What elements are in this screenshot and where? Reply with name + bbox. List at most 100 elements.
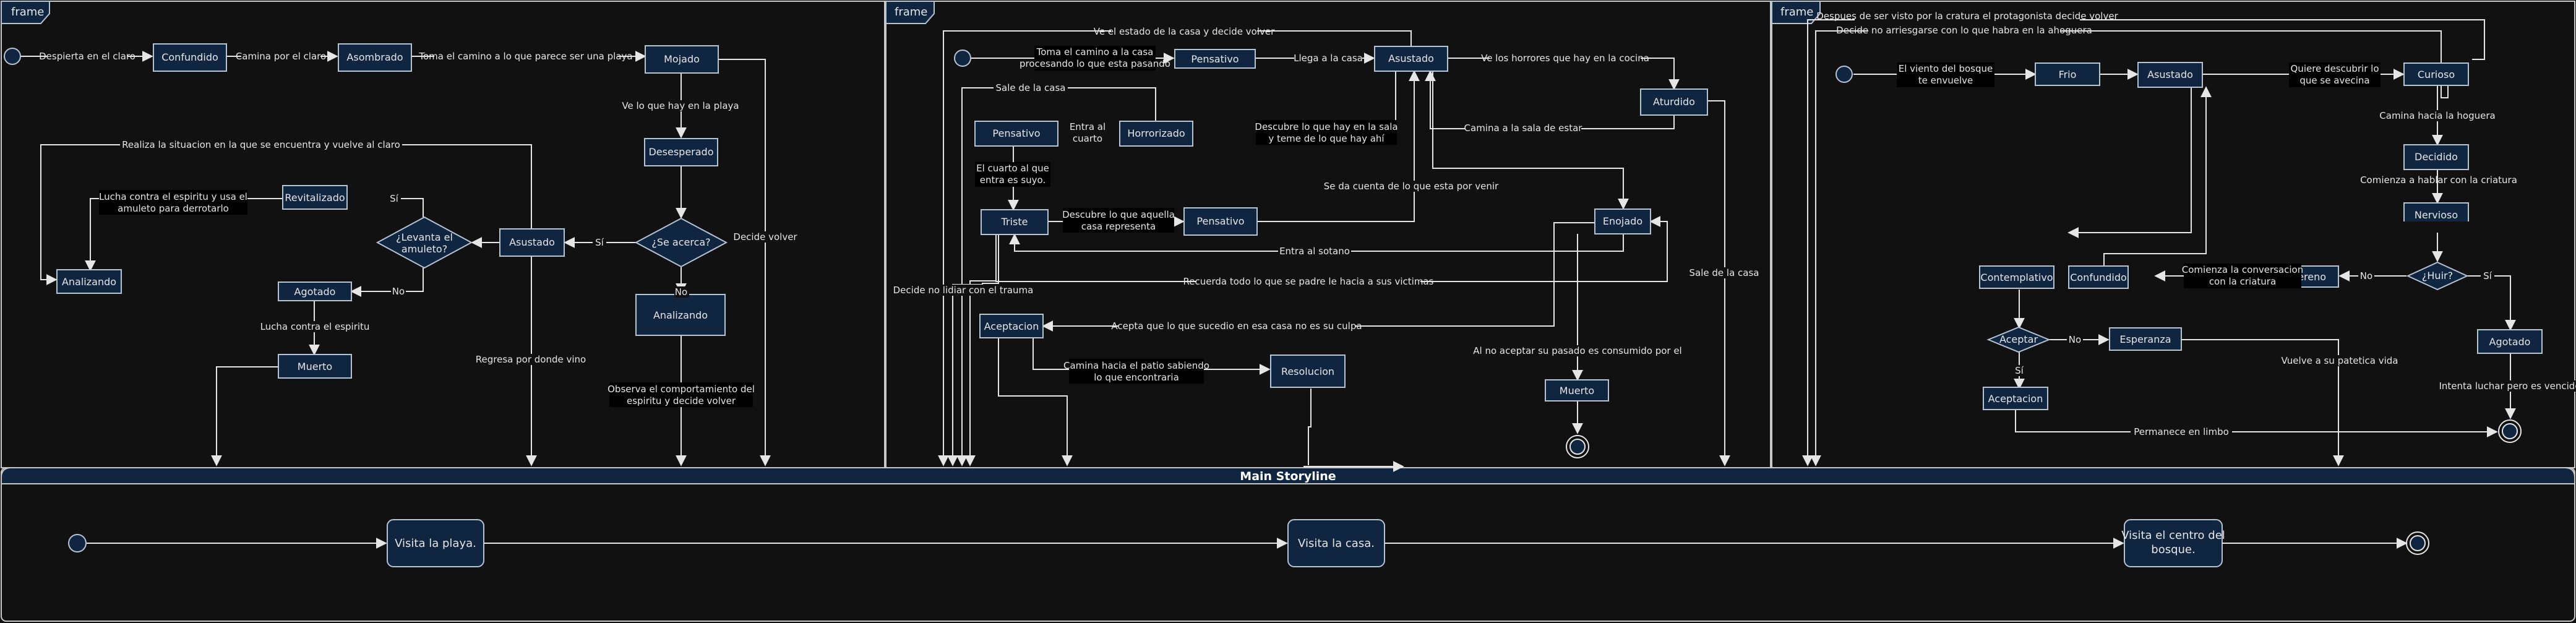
decision-se-acerca: ¿Se acerca?: [634, 217, 728, 268]
svg-text:¿Se acerca?: ¿Se acerca?: [651, 236, 710, 248]
state-contemplativo: Contemplativo: [1979, 265, 2054, 289]
svg-text:Pensativo: Pensativo: [992, 127, 1040, 139]
forest-labels: Despues de ser visto por la cratura el p…: [1816, 11, 2576, 437]
svg-text:Confundido: Confundido: [2070, 272, 2127, 283]
frame-tag-label: frame: [1780, 6, 1813, 19]
svg-text:Visita el centro del: Visita el centro del: [2121, 529, 2225, 542]
state-decidido: Decidido: [2403, 144, 2469, 170]
svg-text:Frio: Frio: [2059, 69, 2077, 80]
svg-text:Ve el estado de la casa y deci: Ve el estado de la casa y decide volver: [1094, 26, 1275, 37]
svg-text:Observa el comportamiento del: Observa el comportamiento del: [608, 384, 755, 395]
decision-huir: ¿Huir?: [2406, 261, 2469, 291]
svg-text:Asombrado: Asombrado: [346, 51, 403, 63]
svg-text:Nervioso: Nervioso: [2415, 209, 2458, 221]
svg-text:Ve lo que hay en la playa: Ve lo que hay en la playa: [622, 100, 739, 111]
state-aceptacion-house: Aceptacion: [979, 314, 1044, 338]
svg-text:Enojado: Enojado: [1603, 215, 1642, 227]
state-pensativo-1: Pensativo: [1174, 49, 1256, 69]
svg-text:¿Huir?: ¿Huir?: [2422, 270, 2453, 281]
state-pensativo-3: Pensativo: [1183, 207, 1258, 236]
svg-text:espiritu y decide volver: espiritu y decide volver: [627, 395, 736, 406]
frame-tag-label: frame: [11, 6, 44, 19]
svg-text:entra es suyo.: entra es suyo.: [980, 174, 1045, 186]
svg-text:Llega a la casa: Llega a la casa: [1294, 53, 1363, 64]
svg-text:Pensativo: Pensativo: [1191, 53, 1239, 65]
svg-text:Vuelve a su patetica vida: Vuelve a su patetica vida: [2282, 355, 2398, 366]
state-triste: Triste: [981, 209, 1049, 235]
svg-text:Toma el camino a la casa: Toma el camino a la casa: [1036, 46, 1154, 58]
decision-aceptar: Aceptar: [1986, 326, 2051, 353]
svg-text:procesando lo que esta pasando: procesando lo que esta pasando: [1020, 58, 1170, 69]
final-node: [2498, 419, 2522, 443]
svg-text:Permanece en limbo: Permanece en limbo: [2134, 426, 2229, 437]
svg-text:Pensativo: Pensativo: [1196, 215, 1244, 227]
svg-text:Toma el camino a lo que parece: Toma el camino a lo que parece ser una p…: [418, 51, 632, 62]
svg-text:No: No: [2360, 270, 2372, 281]
state-asustado-forest: Asustado: [2137, 62, 2203, 88]
state-pensativo-2: Pensativo: [974, 121, 1058, 147]
svg-text:Recuerda todo lo que se padre: Recuerda todo lo que se padre le hacia a…: [1183, 276, 1434, 287]
svg-text:Triste: Triste: [1001, 216, 1028, 228]
svg-text:Comienza la conversacion: Comienza la conversacion: [2182, 264, 2303, 275]
svg-text:Resolucion: Resolucion: [1281, 366, 1334, 377]
svg-text:Entra al: Entra al: [1070, 121, 1106, 132]
svg-text:Sí: Sí: [390, 193, 399, 204]
svg-text:Horrorizado: Horrorizado: [1127, 127, 1185, 139]
svg-text:Revitalizado: Revitalizado: [285, 192, 345, 204]
state-frio: Frio: [2035, 62, 2100, 86]
svg-text:cuarto: cuarto: [1073, 133, 1102, 144]
svg-text:Aceptacion: Aceptacion: [1988, 393, 2043, 405]
final-node: [1566, 435, 1589, 458]
state-curioso: Curioso: [2403, 62, 2469, 86]
initial-node: [1835, 66, 1853, 83]
state-agotado: Agotado: [278, 281, 352, 301]
state-horrorizado: Horrorizado: [1119, 121, 1193, 147]
state-desesperado: Desesperado: [644, 138, 718, 166]
initial-node: [68, 534, 87, 552]
final-node: [2406, 531, 2429, 555]
beach-labels: Despierta en el claro Camina por el clar…: [39, 51, 797, 407]
svg-text:Contemplativo: Contemplativo: [1980, 272, 2053, 283]
svg-text:Asustado: Asustado: [1388, 53, 1434, 64]
svg-text:Acepta que lo que sucedio en e: Acepta que lo que sucedio en esa casa no…: [1111, 320, 1362, 332]
svg-text:Camina por el claro: Camina por el claro: [236, 51, 326, 62]
svg-text:Se da cuenta de lo que esta po: Se da cuenta de lo que esta por venir: [1324, 181, 1499, 192]
house-nodes: Pensativo Asustado Aturdido Pensativo Ho…: [954, 46, 1708, 458]
svg-text:amuleto para derrotarlo: amuleto para derrotarlo: [118, 203, 229, 214]
svg-text:amuleto?: amuleto?: [401, 243, 447, 255]
svg-text:No: No: [392, 286, 405, 297]
state-muerto: Muerto: [278, 354, 352, 379]
svg-text:El viento del bosque: El viento del bosque: [1899, 63, 1993, 74]
state-visita-casa: Visita la casa.: [1287, 519, 1385, 567]
svg-text:Desesperado: Desesperado: [648, 146, 713, 158]
svg-text:casa representa: casa representa: [1081, 221, 1156, 232]
svg-text:Aturdido: Aturdido: [1653, 96, 1695, 108]
state-muerto-house: Muerto: [1545, 379, 1609, 402]
svg-text:Sale de la casa: Sale de la casa: [996, 82, 1066, 93]
svg-text:Quiere descubrir lo: Quiere descubrir lo: [2291, 63, 2379, 74]
frame-tag-label: frame: [895, 6, 927, 19]
svg-text:Analizando: Analizando: [653, 309, 708, 321]
frame-tag-house: [885, 1, 935, 24]
storyline-frame: Main Storyline: [1, 467, 2575, 622]
svg-text:Agotado: Agotado: [294, 286, 336, 298]
svg-text:Comienza a hablar con la criat: Comienza a hablar con la criatura: [2360, 174, 2517, 186]
svg-text:No: No: [2069, 334, 2081, 345]
svg-text:Sí: Sí: [2483, 270, 2492, 281]
svg-text:con la criatura: con la criatura: [2209, 276, 2276, 287]
svg-text:Despues de ser visto por la cr: Despues de ser visto por la cratura el p…: [1816, 11, 2118, 22]
svg-text:Asustado: Asustado: [509, 236, 555, 248]
svg-text:El cuarto al que: El cuarto al que: [976, 163, 1049, 174]
state-mojado: Mojado: [645, 45, 719, 74]
svg-text:Decide no lidiar con el trauma: Decide no lidiar con el trauma: [893, 285, 1034, 296]
svg-text:bosque.: bosque.: [2151, 543, 2195, 556]
svg-text:Decide volver: Decide volver: [733, 231, 797, 243]
svg-text:¿Levanta el: ¿Levanta el: [396, 231, 453, 243]
svg-text:Decidido: Decidido: [2415, 151, 2458, 163]
svg-text:Analizando: Analizando: [62, 276, 116, 288]
state-revitalizado: Revitalizado: [282, 185, 348, 210]
svg-text:Camina hacia la hoguera: Camina hacia la hoguera: [2379, 110, 2495, 121]
